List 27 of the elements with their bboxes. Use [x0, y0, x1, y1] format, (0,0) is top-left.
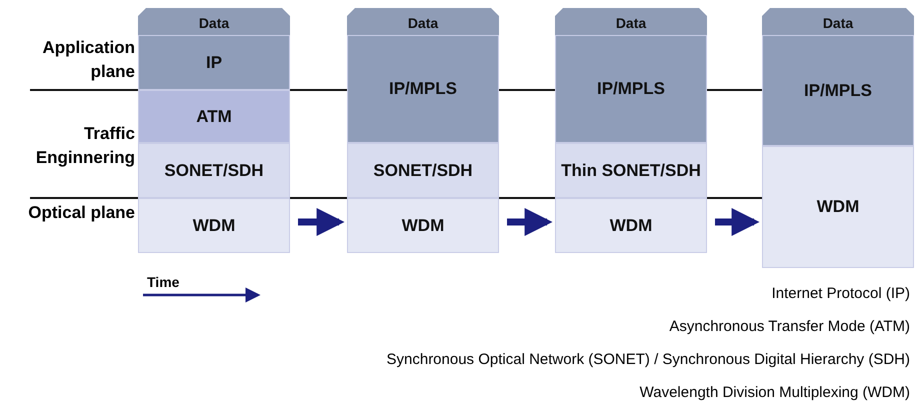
plane-label: Application plane [41, 37, 135, 83]
note: Synchronous Optical Network (SONET) / Synchronous Digital Hierarchy (SDH) [386, 351, 910, 368]
arrow [715, 208, 760, 236]
protocol-layer: Thin SONET/SDH [555, 143, 707, 198]
note: Internet Protocol (IP) [772, 285, 910, 302]
protocol-layer: ATM [138, 90, 290, 143]
protocol-layer: SONET/SDH [347, 143, 499, 198]
protocol-layer: WDM [762, 146, 914, 268]
plane-label: Traffic Enginnering [34, 123, 135, 169]
protocol-layer: WDM [347, 198, 499, 253]
data-block: Data [138, 8, 290, 35]
protocol-layer: IP/MPLS [347, 35, 499, 143]
protocol-layer: SONET/SDH [138, 143, 290, 198]
data-block: Data [555, 8, 707, 35]
plane-label: Optical plane [27, 202, 135, 224]
protocol-layer: IP/MPLS [762, 35, 914, 146]
protocol-layer: IP/MPLS [555, 35, 707, 143]
axis-label: Time [147, 274, 180, 290]
note: Wavelength Division Multiplexing (WDM) [640, 384, 910, 401]
arrow [507, 208, 553, 236]
data-block: Data [347, 8, 499, 35]
protocol-layer: WDM [138, 198, 290, 253]
protocol-layer: WDM [555, 198, 707, 253]
protocol-layer: IP [138, 35, 290, 90]
arrow [298, 208, 345, 236]
data-block: Data [762, 8, 914, 35]
note: Asynchronous Transfer Mode (ATM) [669, 318, 910, 335]
